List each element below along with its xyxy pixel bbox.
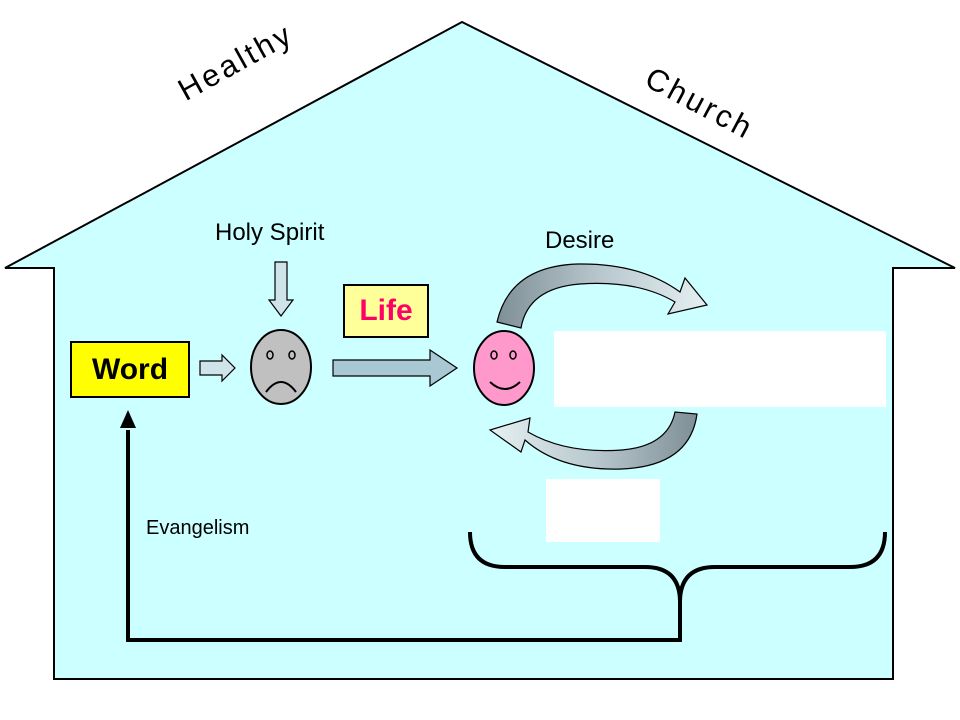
holy-spirit-down-arrow: [267, 261, 295, 317]
evangelism-label: Evangelism: [146, 517, 250, 539]
holy-spirit-label: Holy Spirit: [215, 219, 325, 246]
word-box: Word: [70, 341, 190, 398]
blank-box-right: [554, 331, 886, 407]
evangelism-return-line: [126, 430, 682, 642]
blank-box-lower: [546, 479, 660, 542]
lower-cycle-arrow: [488, 411, 698, 470]
evangelism-arrowhead: [120, 410, 136, 428]
life-box: Life: [343, 284, 429, 338]
upper-cycle-arrow: [496, 263, 709, 329]
face-to-face-arrow: [332, 348, 459, 388]
sad-face-icon: [250, 329, 312, 405]
desire-label: Desire: [545, 227, 615, 254]
happy-face-icon: [473, 330, 535, 406]
word-to-face-arrow: [199, 353, 236, 383]
